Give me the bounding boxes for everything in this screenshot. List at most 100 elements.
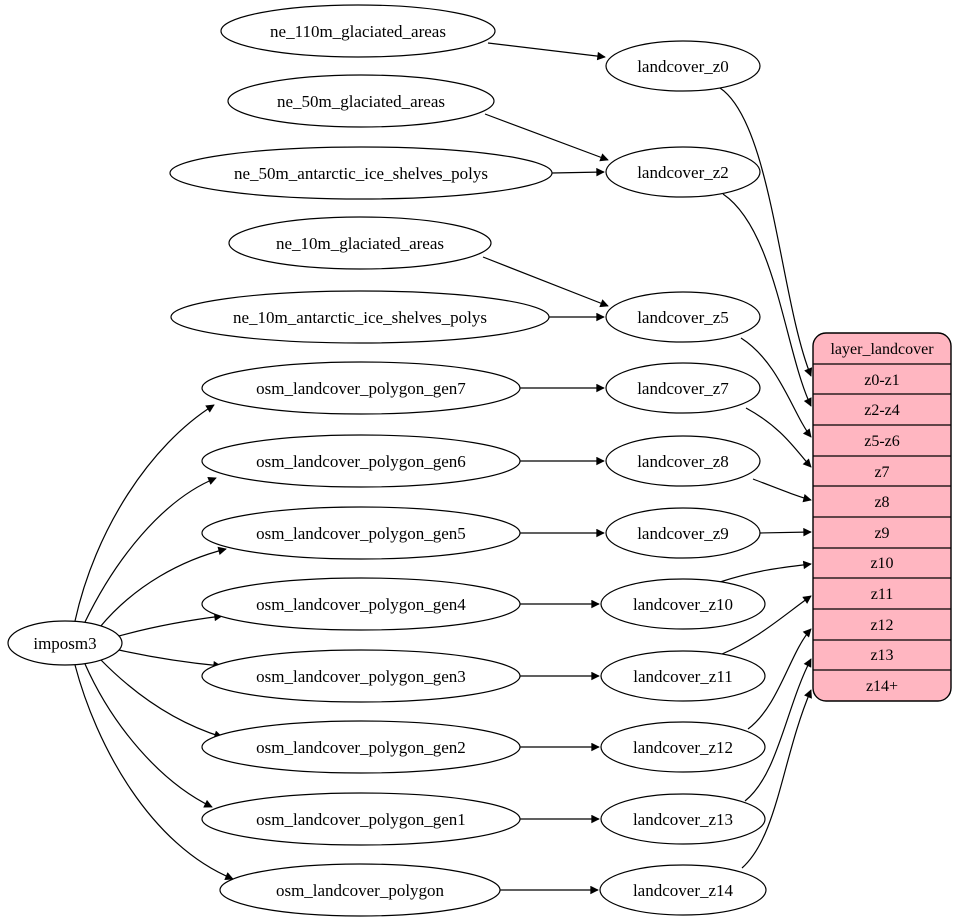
landcover-z7-label: landcover_z7 <box>637 379 729 398</box>
osm-landcover-polygon-gen2-label: osm_landcover_polygon_gen2 <box>256 738 466 757</box>
table-row-z0-z1: z0-z1 <box>864 372 900 389</box>
layer-landcover-table: layer_landcover z0-z1 z2-z4 z5-z6 z7 z8 … <box>812 332 952 702</box>
node-landcover-z11: landcover_z11 <box>600 650 766 702</box>
node-landcover-z9: landcover_z9 <box>605 507 761 559</box>
ne-10m-glaciated-areas-ellipse <box>228 216 492 270</box>
edge-imposm3-to-osm-gen3 <box>118 649 222 670</box>
ne-50m-glaciated-areas-ellipse <box>227 74 495 128</box>
ne-10m-antarctic-ice-shelves-polys-label: ne_10m_antarctic_ice_shelves_polys <box>233 308 487 327</box>
landcover-z10-ellipse <box>600 578 766 630</box>
node-osm-landcover-polygon-gen2: osm_landcover_polygon_gen2 <box>201 720 521 774</box>
edge-ne-50m-glaciated-areas-to-landcover-z2 <box>484 113 609 162</box>
node-ne-50m-glaciated-areas: ne_50m_glaciated_areas <box>227 74 495 128</box>
osm-landcover-polygon-ellipse <box>219 863 501 917</box>
landcover-z12-ellipse <box>600 721 766 773</box>
edge-landcover-z8-to-row-z8 <box>752 478 812 503</box>
node-osm-landcover-polygon-gen5: osm_landcover_polygon_gen5 <box>201 506 521 560</box>
node-osm-landcover-polygon-gen4: osm_landcover_polygon_gen4 <box>201 577 521 631</box>
edge-imposm3-to-osm-gen1 <box>84 663 213 808</box>
node-landcover-z12: landcover_z12 <box>600 721 766 773</box>
node-landcover-z10: landcover_z10 <box>600 578 766 630</box>
node-ne-110m-glaciated-areas: ne_110m_glaciated_areas <box>220 4 496 58</box>
landcover-z11-ellipse <box>600 650 766 702</box>
edge-ne-110m-glaciated-areas-to-landcover-z0 <box>487 42 606 61</box>
osm-landcover-polygon-gen2-ellipse <box>201 720 521 774</box>
osm-landcover-polygon-gen7-ellipse <box>201 361 521 415</box>
landcover-z11-label: landcover_z11 <box>633 667 732 686</box>
edge-landcover-z9-to-row-z9 <box>759 527 812 537</box>
edge-imposm3-to-osm-gen2 <box>99 658 223 739</box>
ne-10m-antarctic-ice-shelves-polys-ellipse <box>170 290 550 344</box>
edge-imposm3-to-osm-gen7 <box>74 404 215 622</box>
osm-landcover-polygon-gen1-label: osm_landcover_polygon_gen1 <box>256 810 466 829</box>
landcover-z10-label: landcover_z10 <box>633 595 733 614</box>
table-row-z7: z7 <box>874 464 889 481</box>
node-osm-landcover-polygon-gen1: osm_landcover_polygon_gen1 <box>201 792 521 846</box>
node-landcover-z5: landcover_z5 <box>605 291 761 343</box>
ne-50m-antarctic-ice-shelves-polys-ellipse <box>169 146 553 200</box>
osm-landcover-polygon-gen6-label: osm_landcover_polygon_gen6 <box>256 452 466 471</box>
edge-imposm3-to-osm-gen5 <box>99 546 227 628</box>
node-osm-landcover-polygon-gen3: osm_landcover_polygon_gen3 <box>201 649 521 703</box>
landcover-z9-label: landcover_z9 <box>637 524 729 543</box>
node-landcover-z13: landcover_z13 <box>600 793 766 845</box>
landcover-z2-label: landcover_z2 <box>637 163 729 182</box>
osm-landcover-polygon-gen1-ellipse <box>201 792 521 846</box>
edge-landcover-z5-to-row-z5-z6 <box>740 337 812 438</box>
node-osm-landcover-polygon: osm_landcover_polygon <box>219 863 501 917</box>
osm-landcover-polygon-label: osm_landcover_polygon <box>276 881 445 900</box>
table-row-z11: z11 <box>871 586 894 603</box>
node-landcover-z2: landcover_z2 <box>605 146 761 198</box>
table-row-z10: z10 <box>870 555 893 572</box>
ne-10m-glaciated-areas-label: ne_10m_glaciated_areas <box>276 234 444 253</box>
imposm3-ellipse <box>7 620 123 666</box>
edge-imposm3-to-osm-polygon <box>74 664 234 881</box>
edge-landcover-z2-to-row-z2-z4 <box>722 193 812 407</box>
node-imposm3: imposm3 <box>7 620 123 666</box>
edge-ne-10m-glaciated-areas-to-landcover-z5 <box>482 256 609 308</box>
landcover-z8-ellipse <box>605 435 761 487</box>
landcover-z2-ellipse <box>605 146 761 198</box>
node-ne-10m-glaciated-areas: ne_10m_glaciated_areas <box>228 216 492 270</box>
osm-landcover-polygon-gen3-label: osm_landcover_polygon_gen3 <box>256 667 466 686</box>
osm-landcover-polygon-gen6-ellipse <box>201 434 521 488</box>
landcover-z9-ellipse <box>605 507 761 559</box>
edge-imposm3-to-osm-gen4 <box>118 612 223 637</box>
edge-layer <box>74 42 813 895</box>
edge-landcover-z0-to-row-z0-z1 <box>719 87 813 377</box>
landcover-z7-ellipse <box>605 362 761 414</box>
table-row-z5-z6: z5-z6 <box>864 433 900 450</box>
osm-landcover-polygon-gen4-label: osm_landcover_polygon_gen4 <box>256 595 466 614</box>
table-row-z8: z8 <box>874 494 889 511</box>
edge-landcover-z14-to-row-z14plus <box>741 689 812 869</box>
table-row-z12: z12 <box>870 617 893 634</box>
osm-landcover-polygon-gen5-ellipse <box>201 506 521 560</box>
table-row-z2-z4: z2-z4 <box>864 402 900 419</box>
table-row-z14plus: z14+ <box>866 678 898 695</box>
node-landcover-z14: landcover_z14 <box>599 864 767 916</box>
landcover-z5-label: landcover_z5 <box>637 308 729 327</box>
edge-landcover-z10-to-row-z10 <box>719 560 812 583</box>
node-landcover-z8: landcover_z8 <box>605 435 761 487</box>
landcover-z13-ellipse <box>600 793 766 845</box>
landcover-z0-ellipse <box>605 40 761 92</box>
edge-landcover-z11-to-row-z11 <box>721 595 812 655</box>
landcover-z14-label: landcover_z14 <box>633 881 734 900</box>
node-ne-10m-antarctic-ice-shelves-polys: ne_10m_antarctic_ice_shelves_polys <box>170 290 550 344</box>
landcover-z12-label: landcover_z12 <box>633 738 733 757</box>
edge-landcover-z13-to-row-z13 <box>744 658 812 802</box>
node-landcover-z7: landcover_z7 <box>605 362 761 414</box>
edge-landcover-z7-to-row-z7 <box>745 407 812 468</box>
edge-imposm3-to-osm-gen6 <box>84 476 217 623</box>
table-row-z13: z13 <box>870 647 893 664</box>
imposm3-label: imposm3 <box>33 634 96 653</box>
osm-landcover-polygon-gen7-label: osm_landcover_polygon_gen7 <box>256 379 466 398</box>
node-landcover-z0: landcover_z0 <box>605 40 761 92</box>
node-osm-landcover-polygon-gen6: osm_landcover_polygon_gen6 <box>201 434 521 488</box>
node-osm-landcover-polygon-gen7: osm_landcover_polygon_gen7 <box>201 361 521 415</box>
ne-110m-glaciated-areas-label: ne_110m_glaciated_areas <box>270 22 446 41</box>
landcover-z0-label: landcover_z0 <box>637 57 729 76</box>
ne-110m-glaciated-areas-ellipse <box>220 4 496 58</box>
